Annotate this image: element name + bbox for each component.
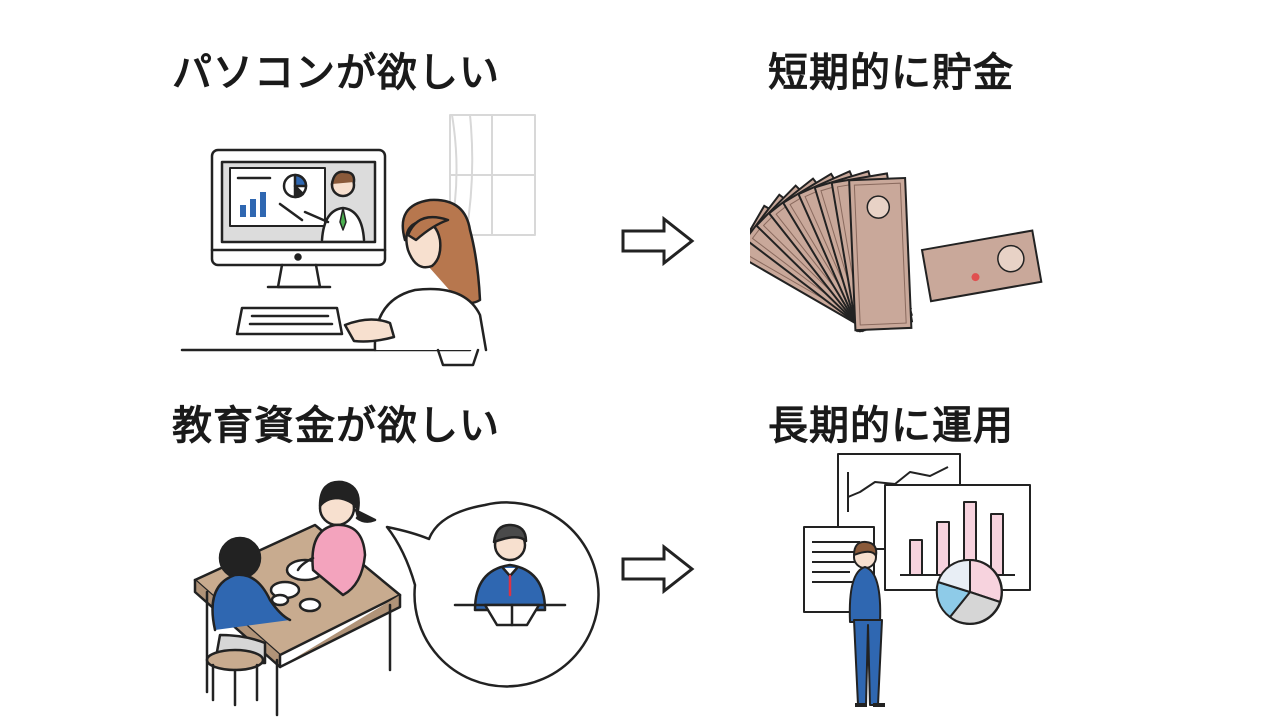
banknote xyxy=(848,176,913,332)
want-label-education-fund: 教育資金が欲しい xyxy=(172,403,500,449)
man-viewing-charts-illustration xyxy=(803,453,1031,707)
plan-label-long-term-investment: 長期的に運用 xyxy=(768,403,1014,449)
plan-label-short-term-saving: 短期的に貯金 xyxy=(768,50,1014,96)
banknote xyxy=(920,229,1043,303)
right-arrow-icon xyxy=(621,215,695,267)
children-studying-illustration xyxy=(193,480,600,717)
want-label-pc: パソコンが欲しい xyxy=(172,50,500,96)
right-arrow-icon xyxy=(621,543,695,595)
woman-at-computer-illustration xyxy=(180,114,536,367)
fanned-banknotes-illustration xyxy=(750,169,1043,333)
